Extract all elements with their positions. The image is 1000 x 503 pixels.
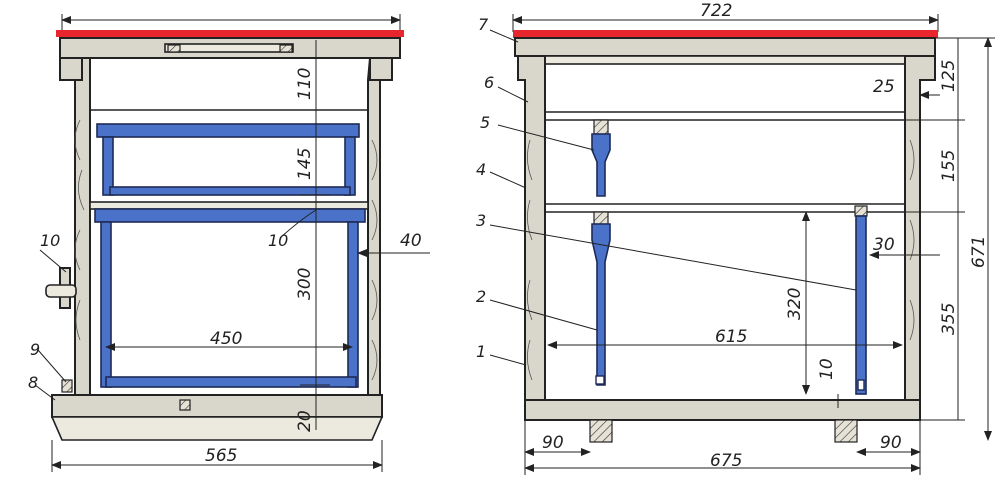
right-base-width: 675 xyxy=(710,451,742,471)
left-height-20: 20 xyxy=(295,410,315,432)
entrance-plug xyxy=(45,284,77,298)
right-height-155: 155 xyxy=(939,150,959,182)
left-overall-width: 565 xyxy=(205,446,237,466)
right-height-671: 671 xyxy=(969,236,989,268)
right-view-left-wall xyxy=(517,55,546,401)
callout-10-center: 10 xyxy=(268,231,288,250)
callout-5: 5 xyxy=(480,113,490,132)
upper-frame-bottom xyxy=(109,186,351,196)
upper-frame-profile xyxy=(591,133,611,197)
right-frame-height: 320 xyxy=(785,288,805,320)
callout-10-left: 10 xyxy=(40,231,60,250)
callout-8: 8 xyxy=(28,373,38,392)
right-side-25: 25 xyxy=(873,77,895,97)
upper-frame-top-bar xyxy=(96,123,360,138)
right-base-left: 90 xyxy=(542,433,564,453)
callout-1: 1 xyxy=(476,342,486,361)
left-height-300: 300 xyxy=(295,268,315,300)
right-side-30: 30 xyxy=(873,235,895,255)
left-height-110: 110 xyxy=(295,68,315,100)
lower-frame-left xyxy=(100,221,112,388)
right-view: 722 615 675 90 90 320 10 25 30 125 155 3… xyxy=(476,1,995,475)
right-bottom-board xyxy=(524,399,921,421)
callout-9: 9 xyxy=(30,340,40,359)
right-foot xyxy=(834,419,858,443)
callout-2: 2 xyxy=(476,287,486,306)
right-gap-bottom: 10 xyxy=(817,358,837,380)
right-view-right-wall xyxy=(904,55,936,401)
left-wall xyxy=(60,57,91,396)
lower-frame-profile xyxy=(591,223,611,386)
right-wall xyxy=(367,57,393,396)
left-height-145: 145 xyxy=(295,148,315,180)
left-foot xyxy=(589,419,613,443)
lower-frame-bottom xyxy=(105,376,357,388)
lower-frame-top-bar xyxy=(94,208,366,223)
lower-frame-right xyxy=(347,221,359,388)
callout-4: 4 xyxy=(476,160,486,179)
frame-end-bar xyxy=(855,215,867,395)
bottom-board xyxy=(51,394,383,418)
upper-frame-left xyxy=(102,136,114,196)
right-base-right: 90 xyxy=(880,433,902,453)
red-top-bar-left xyxy=(56,30,404,37)
landing-board xyxy=(50,416,384,441)
callout-6: 6 xyxy=(484,73,494,92)
right-overall-width: 722 xyxy=(700,1,732,21)
callout-7: 7 xyxy=(478,15,489,34)
right-height-355: 355 xyxy=(939,303,959,335)
red-top-bar-right xyxy=(513,30,938,38)
top-slot xyxy=(164,43,294,53)
right-height-125: 125 xyxy=(939,60,959,92)
left-inner-width: 450 xyxy=(210,329,242,349)
right-roof-board xyxy=(514,37,936,57)
left-view: 565 450 110 145 300 20 40 10 10 9 8 xyxy=(28,14,430,472)
right-inner-width: 615 xyxy=(715,327,747,347)
callout-3: 3 xyxy=(476,211,486,230)
left-side-40: 40 xyxy=(400,231,422,251)
